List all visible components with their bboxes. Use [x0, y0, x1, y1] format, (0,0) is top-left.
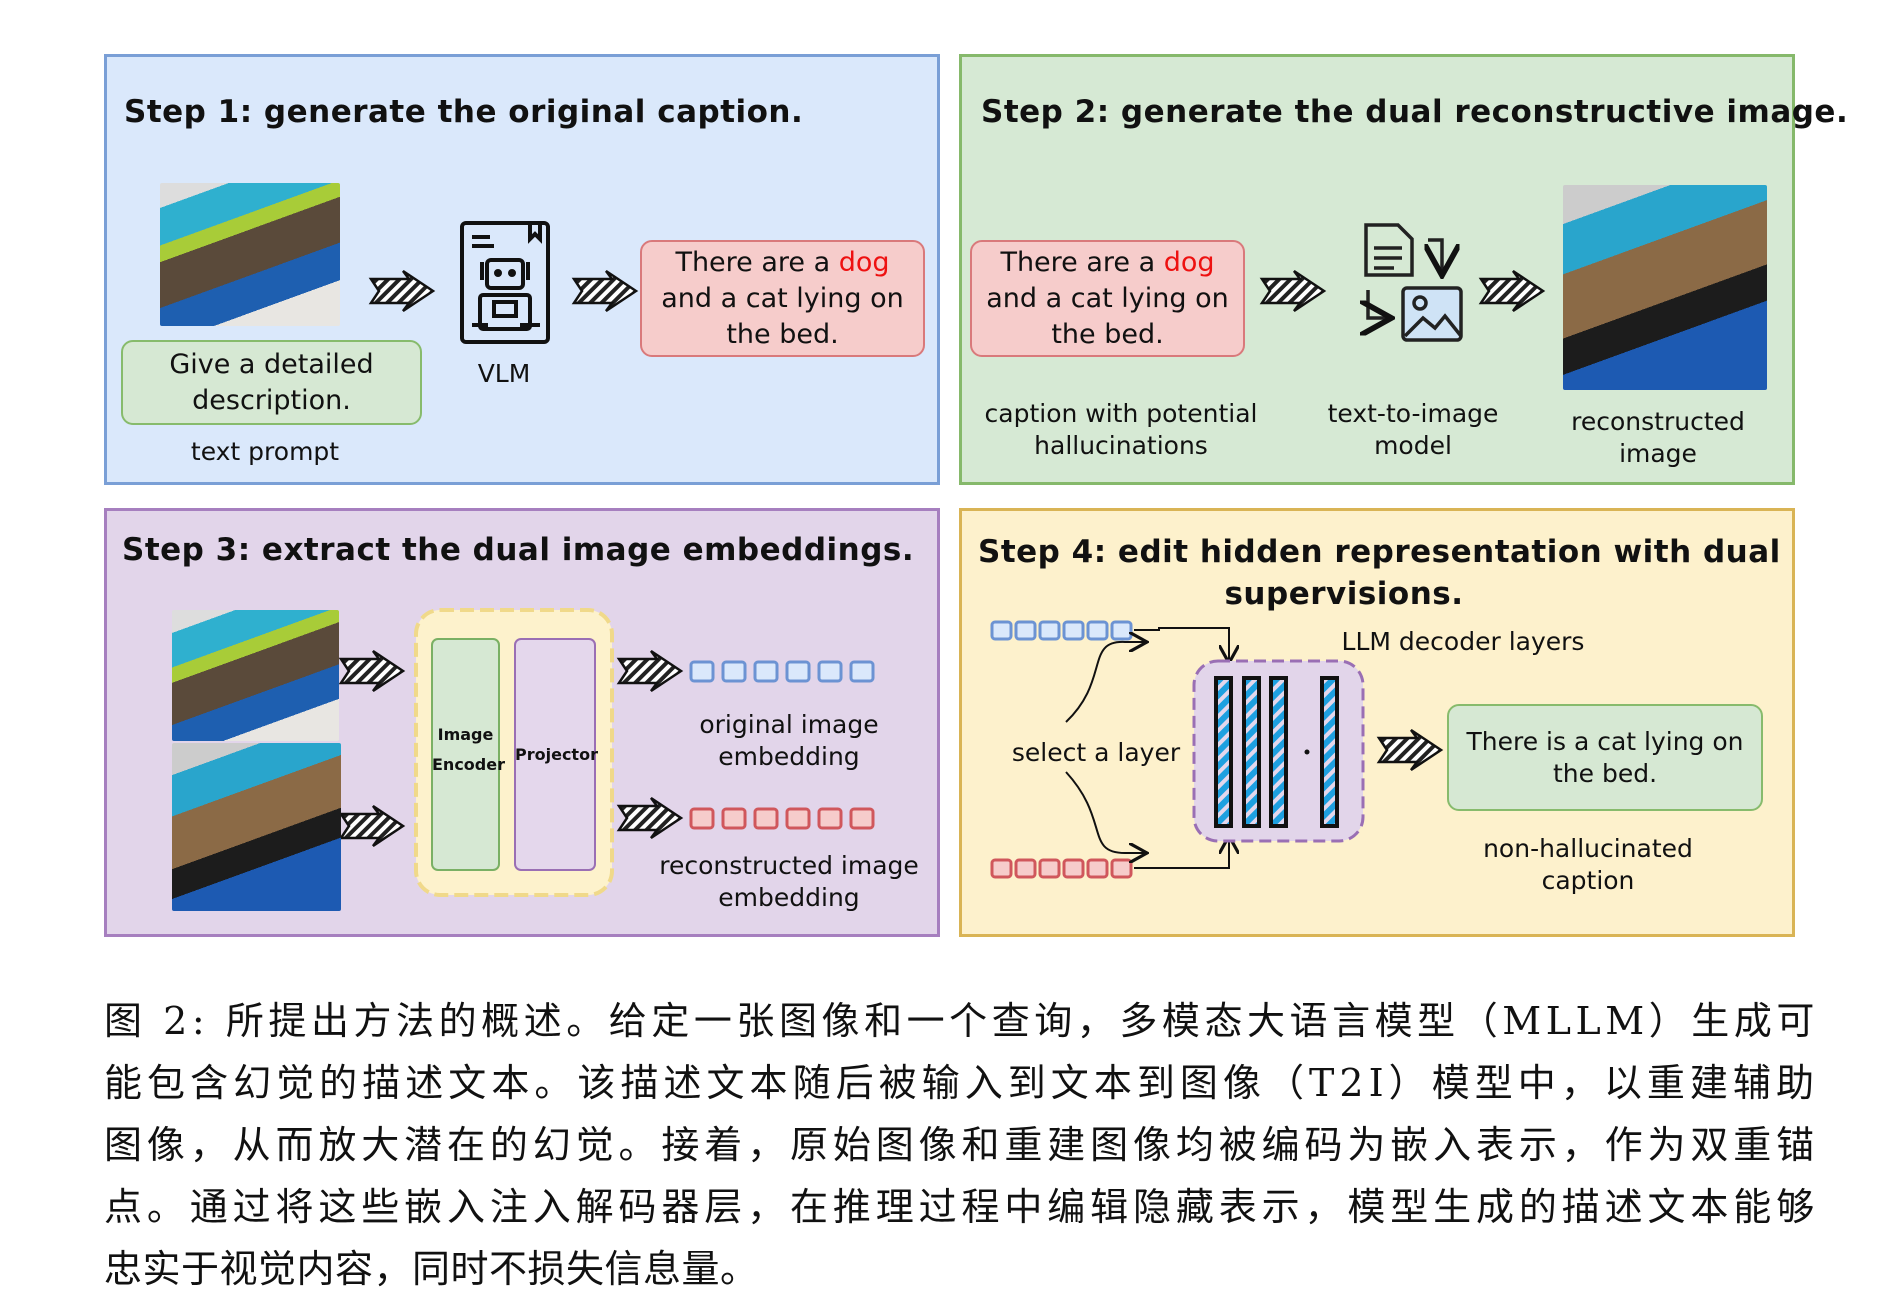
non-hallucinated-label: non-hallucinated caption	[1483, 834, 1693, 895]
original-embedding-label: original image embedding	[699, 710, 879, 771]
reconstructed-image	[172, 743, 341, 911]
original-embedding-squares	[689, 660, 875, 683]
reconstructed-embedding-label: reconstructed image embedding	[659, 851, 919, 912]
figure-caption-line: 点。通过将这些嵌入注入解码器层，在推理过程中编辑隐藏表示，模型生成的描述文本能够	[104, 1185, 1820, 1229]
hallucinated-caption-box: There are a dog and a cat lying on the b…	[640, 240, 925, 357]
vlm-label: VLM	[477, 359, 531, 388]
figure-caption-line: 图像，从而放大潜在的幻觉。接着，原始图像和重建图像均被编码为嵌入表示，作为双重锚	[104, 1123, 1820, 1167]
projector-label: Projector	[515, 745, 598, 764]
figure-caption-line: 图 2: 所提出方法的概述。给定一张图像和一个查询，多模态大语言模型（MLLM）…	[104, 999, 1819, 1043]
select-layer-label: select a layer	[1011, 738, 1181, 767]
decoder-layer-bars	[1214, 676, 1339, 828]
reconstructed-image	[1563, 185, 1767, 390]
step1-title: Step 1: generate the original caption.	[124, 94, 804, 130]
arrow-icon	[339, 649, 405, 693]
hallucinated-word: dog	[1163, 246, 1215, 278]
figure-caption-line: 忠实于视觉内容，同时不损失信息量。	[104, 1247, 759, 1291]
prompt-box: Give a detailed description.	[121, 340, 422, 425]
step4-title-line2: supervisions.	[1224, 576, 1464, 612]
t2i-model-label: text-to-image model	[1327, 399, 1499, 460]
output-caption-box: There is a cat lying on the bed.	[1447, 704, 1763, 811]
figure-caption-line: 能包含幻觉的描述文本。该描述文本随后被输入到文本到图像（T2I）模型中，以重建辅…	[104, 1061, 1820, 1105]
original-image	[160, 183, 340, 326]
hallucinated-caption-box: There are a dog and a cat lying on the b…	[970, 240, 1245, 357]
caption-text: There are a	[1000, 246, 1164, 278]
reconstructed-image-label: reconstructed image	[1571, 407, 1745, 468]
image-encoder-label: Image Encoder	[432, 725, 505, 774]
text-to-image-icon	[1366, 223, 1463, 342]
llm-decoder-label: LLM decoder layers	[1341, 627, 1585, 656]
image-encoder-box	[431, 638, 500, 871]
vlm-robot-icon	[460, 221, 550, 344]
step2-title: Step 2: generate the dual reconstructive…	[981, 94, 1849, 130]
arrow-icon	[1260, 269, 1326, 313]
reconstructed-embedding-squares	[689, 807, 875, 830]
hallucinated-word: dog	[838, 246, 890, 278]
caption-label: caption with potential hallucinations	[984, 399, 1258, 460]
projector-box	[514, 638, 596, 871]
reconstructed-embedding-squares	[990, 858, 1133, 879]
caption-text: There are a	[675, 246, 839, 278]
connector-lines	[1065, 627, 1229, 869]
step4-title: Step 4: edit hidden representation with …	[978, 534, 1781, 570]
arrow-icon	[1377, 728, 1443, 772]
arrow-icon	[1479, 269, 1545, 313]
caption-text: and a cat lying on the bed.	[661, 282, 904, 350]
arrow-icon	[617, 649, 683, 693]
original-image	[172, 610, 339, 741]
arrow-icon	[572, 269, 638, 313]
text-prompt-label: text prompt	[190, 437, 340, 466]
arrow-icon	[339, 804, 405, 848]
original-embedding-squares	[990, 620, 1133, 641]
step3-title: Step 3: extract the dual image embedding…	[122, 532, 915, 568]
arrow-icon	[617, 796, 683, 840]
arrow-icon	[369, 269, 435, 313]
caption-text: and a cat lying on the bed.	[986, 282, 1229, 350]
